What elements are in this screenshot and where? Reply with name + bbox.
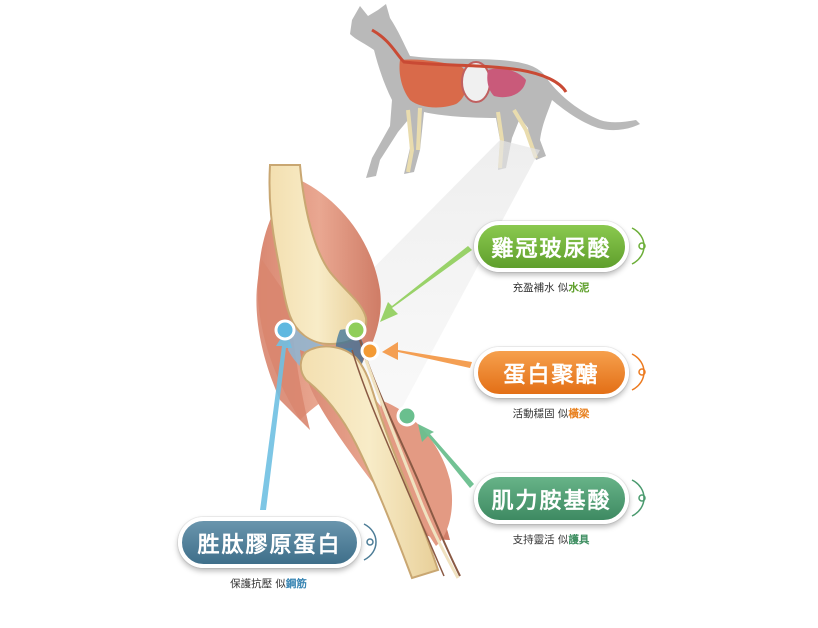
- label-proteoglycan: 蛋白聚醣: [474, 347, 629, 398]
- label-hyaluronic-acid: 雞冠玻尿酸: [474, 221, 629, 272]
- caption-hyaluronic-acid: 充盈補水 似水泥: [476, 280, 626, 295]
- decor-brackets: [363, 227, 646, 561]
- marker-dot-orange: [360, 341, 380, 361]
- marker-dot-teal: [396, 405, 418, 427]
- marker-dot-blue: [274, 319, 296, 341]
- caption-prefix: 保護抗壓 似: [230, 578, 286, 590]
- label-amino-acid: 肌力胺基酸: [474, 473, 629, 524]
- caption-highlight: 鋼筋: [285, 578, 307, 590]
- caption-prefix: 支持靈活 似: [512, 534, 569, 546]
- caption-proteoglycan: 活動穩固 似橫梁: [476, 406, 626, 421]
- caption-highlight: 橫梁: [568, 408, 590, 420]
- cat-silhouette: [350, 4, 640, 178]
- pointer-arrows: [260, 246, 474, 510]
- caption-prefix: 充盈補水 似: [512, 282, 569, 294]
- caption-prefix: 活動穩固 似: [512, 408, 569, 420]
- marker-dot-green: [345, 319, 367, 341]
- knee-anatomy: [256, 164, 461, 580]
- caption-highlight: 水泥: [568, 282, 590, 294]
- label-collagen: 胜肽膠原蛋白: [178, 517, 361, 568]
- caption-amino-acid: 支持靈活 似護具: [476, 532, 626, 547]
- caption-highlight: 護具: [568, 534, 590, 546]
- caption-collagen: 保護抗壓 似鋼筋: [186, 576, 351, 591]
- zoom-beam: [330, 140, 540, 430]
